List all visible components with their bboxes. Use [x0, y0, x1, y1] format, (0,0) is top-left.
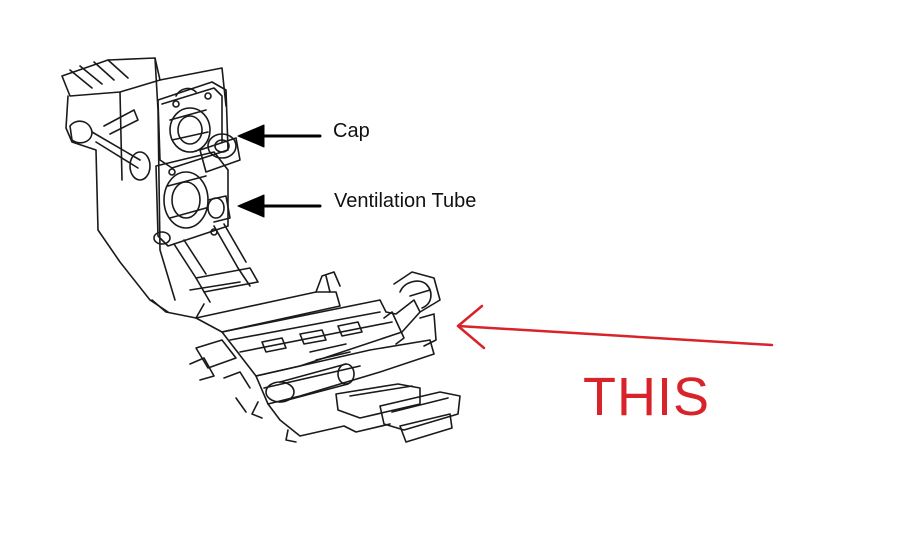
tray-carriage [189, 271, 461, 443]
ventilation-tube-assembly [153, 151, 231, 247]
linkage-legs [151, 223, 259, 319]
cap-assembly [157, 81, 241, 173]
callout-label: THIS [583, 367, 711, 427]
callout-arrowhead-icon [456, 304, 486, 350]
cap-arrowhead-icon [237, 124, 265, 148]
cap-label: Cap [333, 120, 370, 142]
callout-arrow [456, 304, 774, 350]
vent-arrowhead-icon [237, 194, 265, 218]
ventilation-tube-label: Ventilation Tube [334, 190, 477, 212]
housing-frame [61, 57, 227, 313]
pointer-arrows [237, 124, 322, 218]
